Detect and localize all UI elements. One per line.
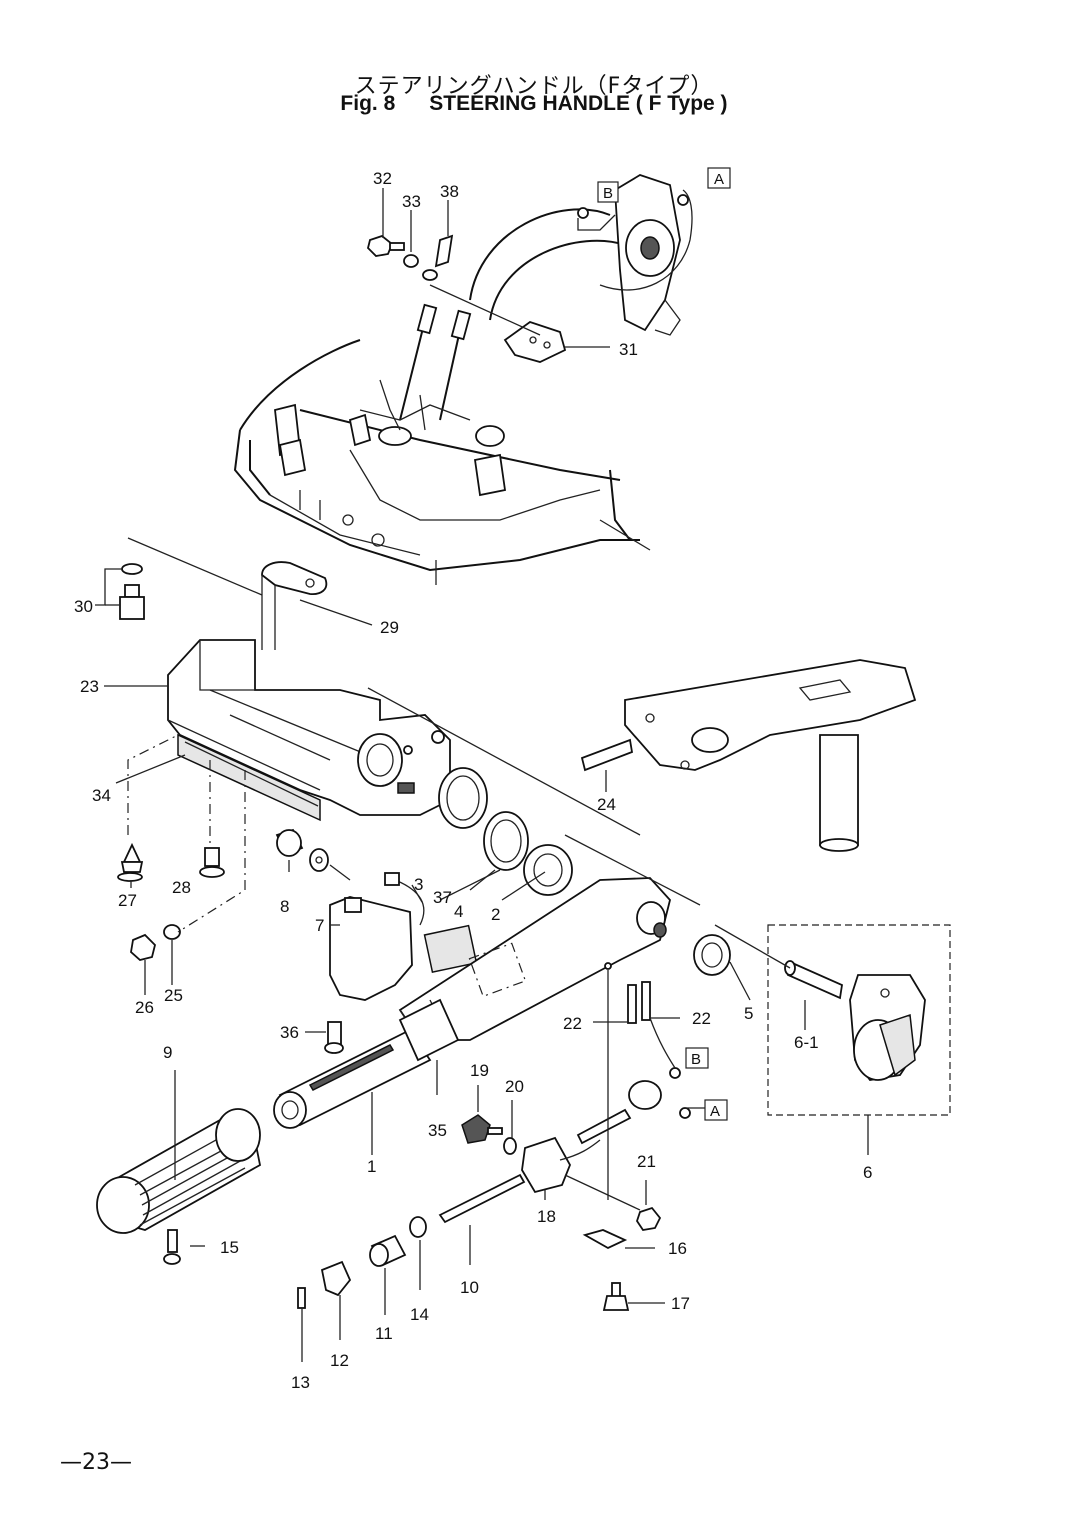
- leader-lines: [95, 188, 869, 1362]
- callout-33: 33: [402, 192, 421, 211]
- throttle-small-parts-drawing: [297, 1216, 427, 1309]
- tiller-bracket-23-drawing: [167, 639, 634, 822]
- plate-16-drawing: [582, 1229, 628, 1250]
- nut-21-drawing: [636, 1206, 662, 1231]
- grip-6-group-drawing: [767, 924, 951, 1116]
- marker-a-bottom: A: [710, 1103, 720, 1120]
- screw-17-drawing: [602, 1282, 630, 1311]
- callout-1: 1: [367, 1157, 376, 1176]
- callout-19: 19: [470, 1061, 489, 1080]
- callout-36: 36: [280, 1023, 299, 1042]
- callout-14: 14: [410, 1305, 429, 1324]
- callout-32: 32: [373, 169, 392, 188]
- pin-38-drawing: [434, 234, 454, 268]
- callout-30: 30: [74, 597, 93, 616]
- callout-3: 3: [414, 875, 423, 894]
- bolt-30-drawing: [119, 563, 145, 620]
- callout-10: 10: [460, 1278, 479, 1297]
- callout-5: 5: [744, 1004, 753, 1023]
- small-fasteners-drawing: [117, 842, 225, 961]
- bushing-5-drawing: [693, 934, 731, 976]
- callout-29: 29: [380, 618, 399, 637]
- bolt-32-drawing: [367, 234, 405, 257]
- clamp-bracket-frame-drawing: [233, 339, 651, 585]
- callout-24: 24: [597, 795, 616, 814]
- washer-33-drawing: [403, 254, 419, 268]
- callout-labels: 32 33 38 31 30 29 23 34 24 27 28 8 3 37 …: [74, 169, 872, 1392]
- grip-9-drawing: [96, 1108, 262, 1265]
- reference-markers: B A B A: [597, 167, 731, 1121]
- callout-18: 18: [537, 1207, 556, 1226]
- callout-17: 17: [671, 1294, 690, 1313]
- clip-29-drawing: [261, 561, 328, 650]
- callout-20: 20: [505, 1077, 524, 1096]
- callout-23: 23: [80, 677, 99, 696]
- callout-27: 27: [118, 891, 137, 910]
- callout-25: 25: [164, 986, 183, 1005]
- callout-22-right: 22: [692, 1009, 711, 1028]
- seal-rings-drawing: [438, 767, 573, 896]
- callout-12: 12: [330, 1351, 349, 1370]
- callout-34: 34: [92, 786, 111, 805]
- linkage-assembly-drawing: [469, 174, 693, 336]
- tiller-arm-1-drawing: [273, 877, 671, 1129]
- washer-38-drawing: [422, 269, 438, 281]
- marker-a-top: A: [714, 171, 724, 188]
- callout-35: 35: [428, 1121, 447, 1140]
- callout-26: 26: [135, 998, 154, 1017]
- callout-2: 2: [491, 905, 500, 924]
- block-18-drawing: [521, 1136, 571, 1194]
- throttle-shaft-drawing: [576, 1067, 691, 1145]
- stop-switch-7-drawing: [329, 872, 478, 1001]
- washer-20-drawing: [503, 1137, 517, 1155]
- page-number: —23—: [60, 1450, 132, 1475]
- callout-22-left: 22: [563, 1014, 582, 1033]
- figure-title-english: Fig. 8 STEERING HANDLE ( F Type ): [0, 92, 1068, 116]
- callout-13: 13: [291, 1373, 310, 1392]
- swivel-bracket-drawing: [624, 659, 917, 852]
- callout-9: 9: [163, 1043, 172, 1062]
- bracket-drawing: [399, 284, 567, 421]
- callout-16: 16: [668, 1239, 687, 1258]
- callout-15: 15: [220, 1238, 239, 1257]
- callout-4: 4: [454, 902, 463, 921]
- callout-28: 28: [172, 878, 191, 897]
- bushing-8-drawing: [275, 828, 329, 872]
- figure-title: STEERING HANDLE ( F Type ): [429, 92, 728, 115]
- marker-b-bottom: B: [691, 1051, 701, 1068]
- callout-21: 21: [637, 1152, 656, 1171]
- callout-6-1: 6-1: [794, 1033, 819, 1052]
- callout-6: 6: [863, 1163, 872, 1182]
- figure-number: Fig. 8: [340, 92, 396, 115]
- callout-37: 37: [433, 888, 452, 907]
- rod-10-drawing: [438, 1173, 526, 1224]
- figure-title-japanese: ステアリングハンドル（Fタイプ）: [354, 74, 714, 99]
- marker-b-top: B: [603, 185, 613, 202]
- knob-19-drawing: [461, 1114, 503, 1144]
- callout-38: 38: [440, 182, 459, 201]
- callout-7: 7: [315, 916, 324, 935]
- callout-11: 11: [375, 1324, 393, 1343]
- callout-8: 8: [280, 897, 289, 916]
- callout-31: 31: [619, 340, 638, 359]
- pins-22-drawing: [604, 962, 651, 1024]
